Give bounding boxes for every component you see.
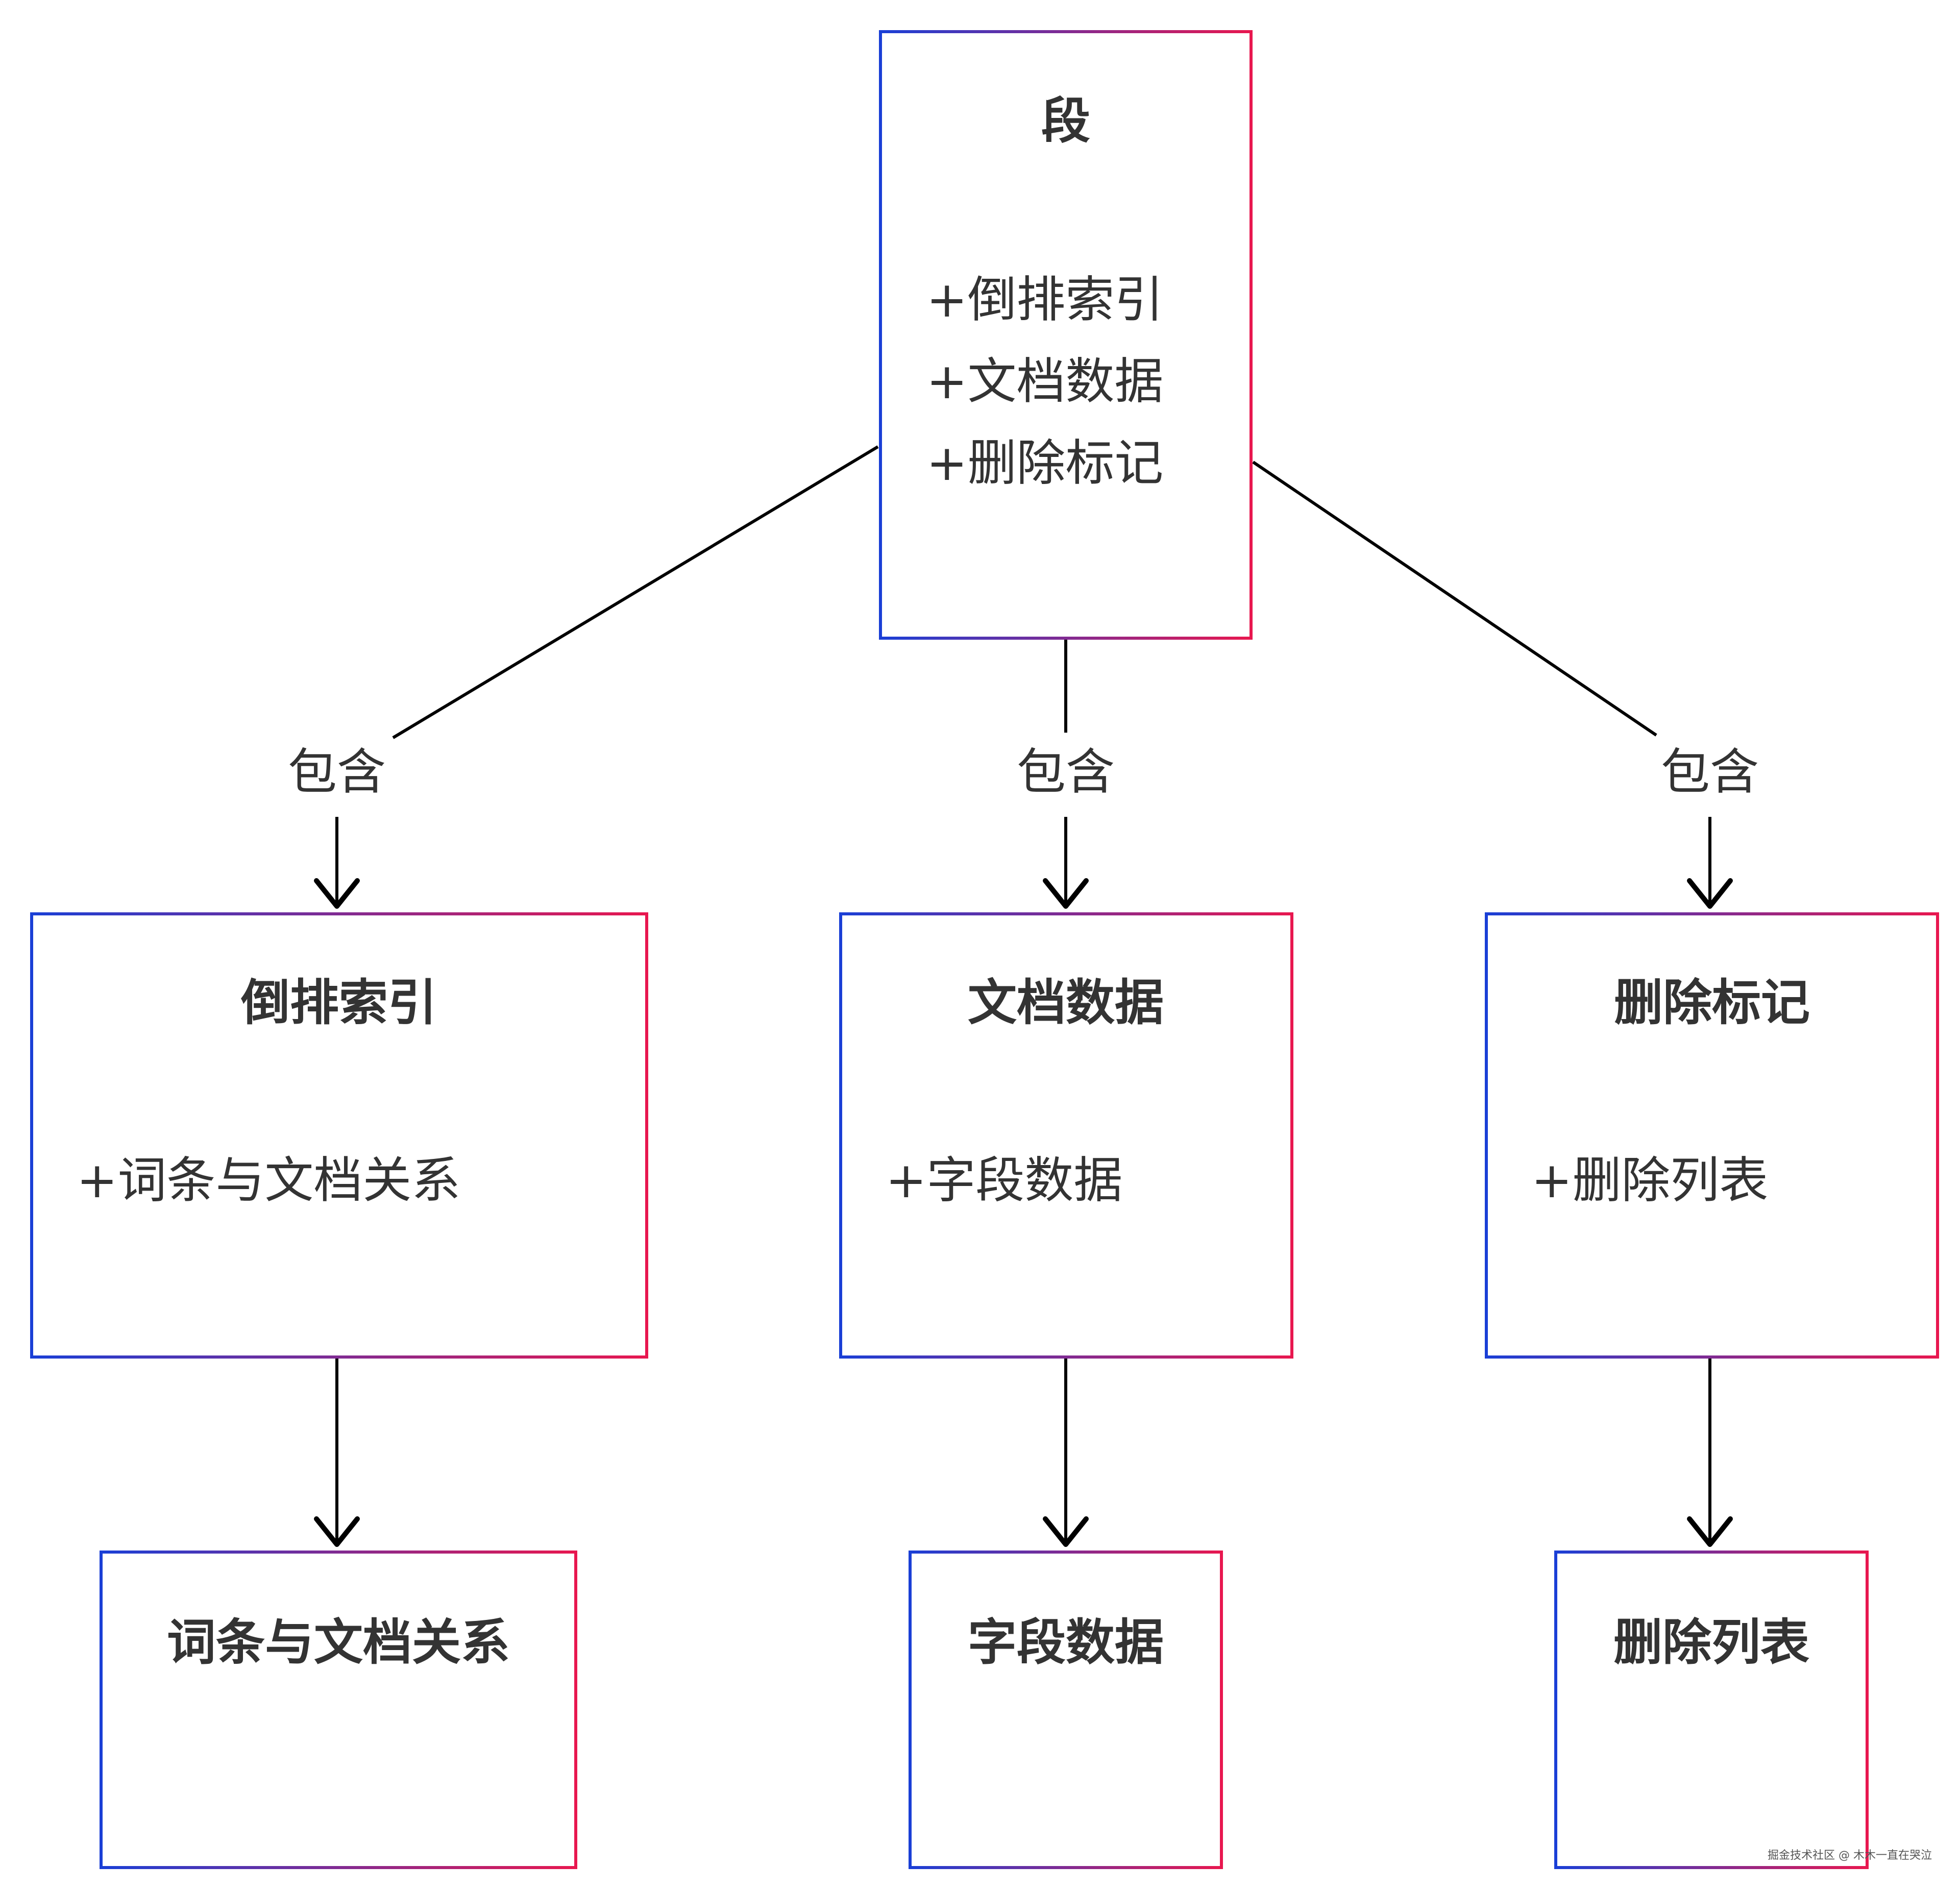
node-segment: 段 +倒排索引 +文档数据 +删除标记 (879, 30, 1253, 640)
node-delete-list: 删除列表 (1554, 1551, 1869, 1869)
edge-labels: 包含 包含 包含 (288, 743, 1759, 801)
edge-root-to-inverted-index (392, 445, 879, 739)
edge-label-delete-marks: 包含 (1661, 743, 1759, 801)
arrowhead-inverted-index (314, 878, 360, 909)
arrowhead-delete-list (1687, 1516, 1733, 1547)
node-term-doc-relation-title: 词条与文档关系 (167, 1614, 510, 1671)
edge-root-to-delete-marks (1252, 461, 1657, 737)
node-inverted-index-title: 倒排索引 (240, 974, 437, 1031)
edge-label-document-data: 包含 (1017, 743, 1115, 801)
node-document-data: 文档数据 +字段数据 (839, 912, 1293, 1359)
node-inverted-index-box (30, 912, 648, 1359)
node-field-data-title: 字段数据 (968, 1614, 1164, 1671)
node-delete-list-box (1554, 1551, 1869, 1869)
node-document-data-attr-1: +字段数据 (886, 1152, 1122, 1209)
node-segment-attr-1: +倒排索引 (926, 271, 1163, 328)
node-inverted-index-attr-1: +词条与文档关系 (77, 1152, 460, 1209)
node-delete-marks-attr-1: +删除列表 (1531, 1152, 1768, 1209)
arrowhead-field-data (1043, 1516, 1089, 1547)
node-segment-title: 段 (1041, 92, 1090, 150)
node-delete-marks-title: 删除标记 (1614, 974, 1810, 1031)
node-field-data: 字段数据 (909, 1551, 1223, 1869)
node-segment-attr-2: +文档数据 (926, 353, 1163, 410)
node-document-data-box (839, 912, 1293, 1359)
edge-label-inverted-index: 包含 (288, 743, 386, 801)
arrowhead-delete-marks (1687, 878, 1733, 909)
node-term-doc-relation-box (100, 1551, 577, 1869)
node-inverted-index: 倒排索引 +词条与文档关系 (30, 912, 648, 1359)
arrowhead-term-doc (314, 1516, 360, 1547)
node-delete-list-title: 删除列表 (1613, 1614, 1809, 1671)
node-document-data-title: 文档数据 (968, 974, 1164, 1031)
node-delete-marks-box (1485, 912, 1939, 1359)
node-segment-attr-3: +删除标记 (926, 434, 1163, 492)
node-field-data-box (909, 1551, 1223, 1869)
node-delete-marks: 删除标记 +删除列表 (1485, 912, 1939, 1359)
watermark-text: 掘金技术社区 @ 木木一直在哭泣 (1768, 1849, 1932, 1862)
edges-root (314, 445, 1733, 909)
arrowhead-document-data (1043, 878, 1089, 909)
node-term-doc-relation: 词条与文档关系 (100, 1551, 577, 1869)
edges-level2 (314, 1358, 1733, 1547)
node-segment-box (879, 30, 1253, 640)
